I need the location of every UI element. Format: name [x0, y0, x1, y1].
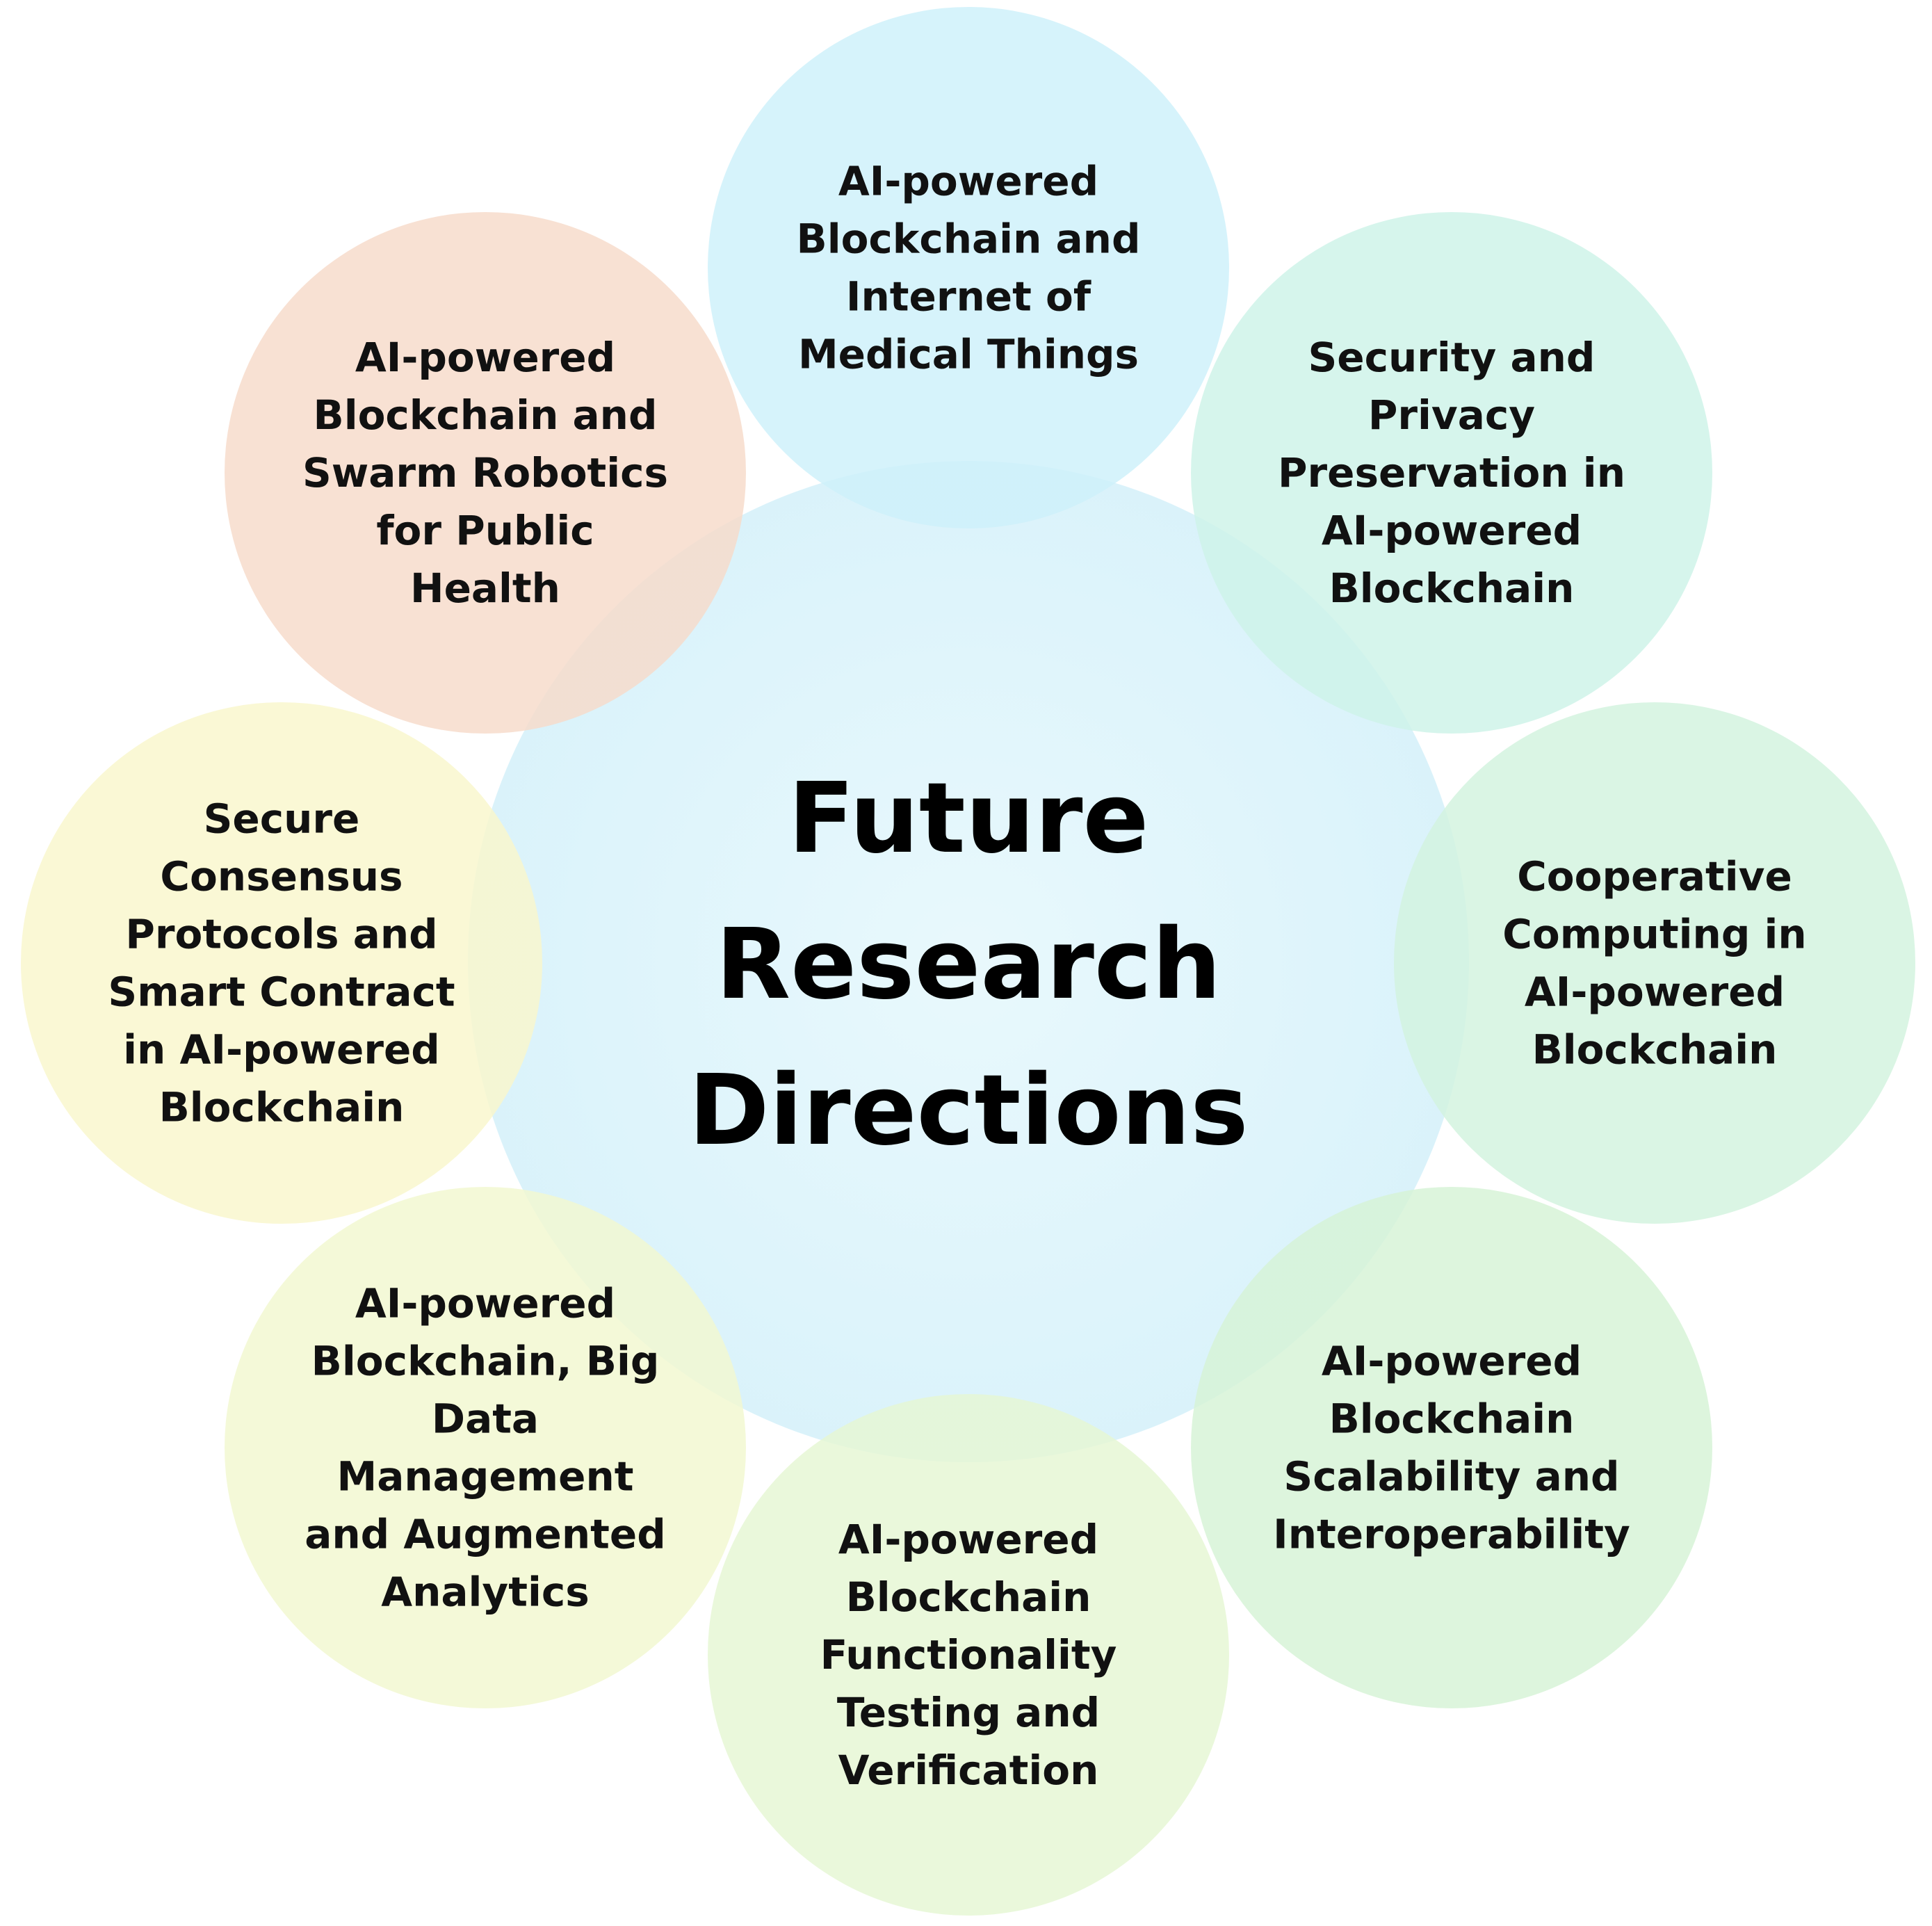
node-label-line: AI-powered: [1322, 1338, 1582, 1385]
node-label-line: Scalability and: [1283, 1453, 1619, 1500]
node-label-line: AI-powered: [355, 1280, 615, 1327]
center-title-line-1: Future: [788, 762, 1149, 875]
node-label-line: Cooperative: [1517, 853, 1792, 900]
node-label-line: Computing in: [1502, 911, 1806, 958]
node-label-line: Data: [432, 1395, 539, 1443]
node-label-line: Internet of: [846, 273, 1091, 321]
node-label-line: Security and: [1308, 334, 1596, 381]
node-label-line: Blockchain: [1329, 565, 1575, 612]
node-circle-big-data: [225, 1187, 746, 1708]
node-label-line: Blockchain, Big: [311, 1338, 660, 1385]
node-label-line: AI-powered: [355, 334, 615, 381]
node-label-line: AI-powered: [1525, 969, 1785, 1016]
node-label-line: AI-powered: [838, 1516, 1098, 1563]
node-label-line: Analytics: [381, 1569, 590, 1616]
center-title: Future Research Directions: [688, 762, 1248, 1167]
node-label-line: Blockchain: [1532, 1026, 1778, 1074]
node-label-line: in AI-powered: [123, 1026, 440, 1074]
node-label-line: AI-powered: [838, 158, 1098, 205]
node-label-line: Blockchain: [159, 1084, 405, 1131]
node-circles: [21, 7, 1915, 1916]
node-label-line: Consensus: [160, 853, 403, 900]
node-label-line: AI-powered: [1322, 507, 1582, 554]
node-label-testing: AI-poweredBlockchainFunctionalityTesting…: [820, 1516, 1117, 1794]
node-circle-cooperative-computing: [1394, 702, 1915, 1224]
node-label-line: Interoperability: [1273, 1511, 1630, 1558]
node-label-line: Testing and: [837, 1689, 1100, 1736]
node-circle-iomt: [708, 7, 1229, 528]
center-title-line-2: Research: [715, 908, 1221, 1021]
center-circle: [468, 461, 1469, 1462]
node-label-line: Blockchain and: [796, 216, 1140, 263]
node-circle-testing: [708, 1394, 1229, 1916]
center-title-line-3: Directions: [688, 1054, 1248, 1167]
node-label-line: Verification: [838, 1747, 1099, 1794]
node-circle-security-privacy: [1191, 212, 1712, 734]
node-label-line: Medical Things: [798, 331, 1139, 378]
node-label-line: Blockchain: [846, 1573, 1091, 1621]
node-label-line: Secure: [204, 795, 360, 843]
node-label-line: Management: [337, 1453, 634, 1500]
node-label-line: for Public: [376, 507, 594, 554]
node-label-line: Privacy: [1368, 391, 1535, 439]
node-label-line: Protocols and: [125, 911, 437, 958]
node-label-line: and Augmented: [305, 1511, 665, 1558]
node-label-line: Functionality: [820, 1631, 1117, 1678]
node-circle-swarm: [225, 212, 746, 734]
node-circle-scalability: [1191, 1187, 1712, 1708]
node-label-line: Smart Contract: [108, 969, 455, 1016]
node-label-line: Blockchain and: [313, 391, 657, 439]
node-label-line: Swarm Robotics: [302, 449, 668, 496]
node-label-line: Preservation in: [1278, 449, 1625, 496]
node-label-line: Health: [410, 565, 560, 612]
node-circle-consensus: [21, 702, 542, 1224]
node-label-line: Blockchain: [1329, 1395, 1575, 1443]
